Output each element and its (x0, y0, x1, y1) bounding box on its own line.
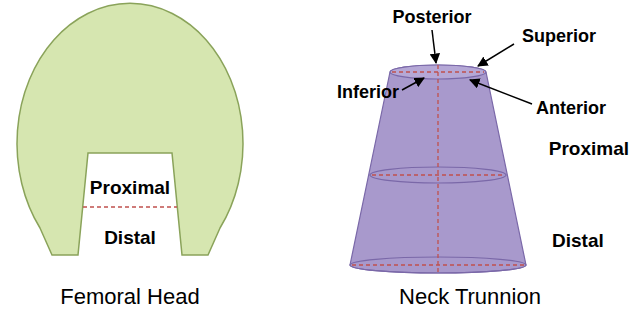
region-label: Proximal (90, 178, 170, 197)
region-label: Distal (552, 231, 604, 250)
figure-caption: Femoral Head (60, 286, 199, 308)
direction-label: Anterior (536, 99, 606, 117)
region-label: Proximal (549, 139, 629, 158)
dashed-divider (83, 206, 177, 208)
pointer-arrows (402, 30, 532, 104)
region-label: Distal (104, 228, 156, 247)
figure-caption: Neck Trunnion (399, 286, 541, 308)
direction-label: Posterior (392, 8, 471, 26)
direction-label: Inferior (337, 83, 399, 101)
femoral-head-shape (17, 3, 243, 255)
direction-label: Superior (522, 27, 596, 45)
